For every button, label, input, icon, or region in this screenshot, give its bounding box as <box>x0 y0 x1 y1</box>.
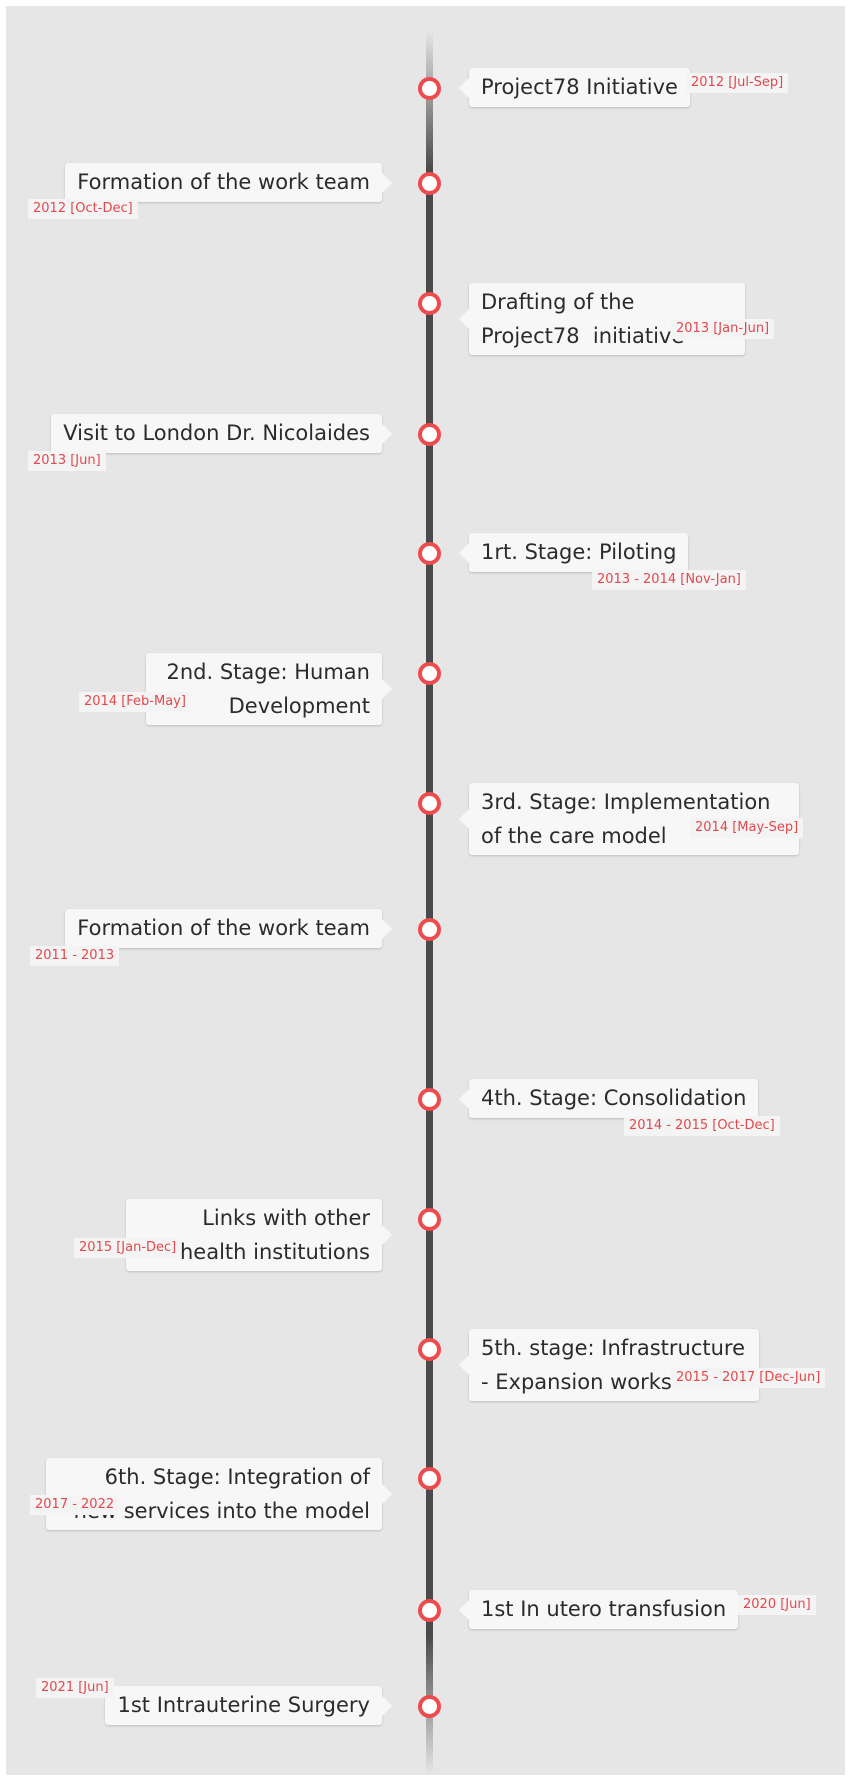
timeline-marker-icon <box>418 1338 441 1361</box>
timeline-marker-icon <box>418 1467 441 1490</box>
event-date: 2013 [Jan-Jun] <box>671 319 775 339</box>
timeline-marker-icon <box>418 662 441 685</box>
timeline-marker-icon <box>418 792 441 815</box>
timeline-marker-icon <box>418 542 441 565</box>
timeline-canvas: Project78 Initiative 2012 [Jul-Sep] Form… <box>6 6 845 1775</box>
event-title: 1st Intrauterine Surgery <box>105 1686 392 1725</box>
event-title: Formation of the work team <box>65 909 392 948</box>
event-title: 1st In utero transfusion <box>458 1590 739 1629</box>
event-title: Visit to London Dr. Nicolaides <box>51 414 392 453</box>
timeline-marker-icon <box>418 1695 441 1718</box>
event-title: 3rd. Stage: Implementation of the care m… <box>459 783 799 855</box>
timeline-marker-icon <box>418 423 441 446</box>
timeline-marker-icon <box>418 77 441 100</box>
timeline-marker-icon <box>418 918 441 941</box>
event-title: 6th. Stage: Integration of new services … <box>46 1458 392 1530</box>
event-date: 2014 [Feb-May] <box>79 692 191 712</box>
event-date: 2017 - 2022 <box>30 1495 120 1515</box>
timeline-spine <box>426 30 433 1775</box>
event-date: 2015 - 2017 [Dec-Jun] <box>671 1368 826 1388</box>
event-title: 1rt. Stage: Piloting <box>458 533 689 572</box>
event-date: 2021 [Jun] <box>36 1678 114 1698</box>
timeline-marker-icon <box>418 172 441 195</box>
event-title: 5th. stage: Infrastructure - Expansion w… <box>459 1329 759 1401</box>
event-title: Project78 Initiative <box>459 68 690 107</box>
event-date: 2013 [Jun] <box>28 451 106 471</box>
event-date: 2013 - 2014 [Nov-Jan] <box>592 570 746 590</box>
event-date: 2015 [Jan-Dec] <box>74 1238 182 1258</box>
event-date: 2012 [Oct-Dec] <box>28 199 138 219</box>
timeline-marker-icon <box>418 1208 441 1231</box>
timeline-marker-icon <box>418 1599 441 1622</box>
event-date: 2020 [Jun] <box>738 1595 816 1615</box>
event-title: 4th. Stage: Consolidation <box>458 1079 759 1118</box>
timeline-marker-icon <box>418 292 441 315</box>
event-date: 2011 - 2013 <box>30 946 120 966</box>
event-title: Links with other health institutions <box>126 1199 392 1271</box>
event-date: 2014 - 2015 [Oct-Dec] <box>624 1116 780 1136</box>
event-title: 2nd. Stage: Human Development <box>146 653 392 725</box>
event-date: 2014 [May-Sep] <box>690 818 804 838</box>
event-title: Formation of the work team <box>65 163 392 202</box>
timeline-marker-icon <box>418 1088 441 1111</box>
event-date: 2012 [Jul-Sep] <box>686 73 789 93</box>
